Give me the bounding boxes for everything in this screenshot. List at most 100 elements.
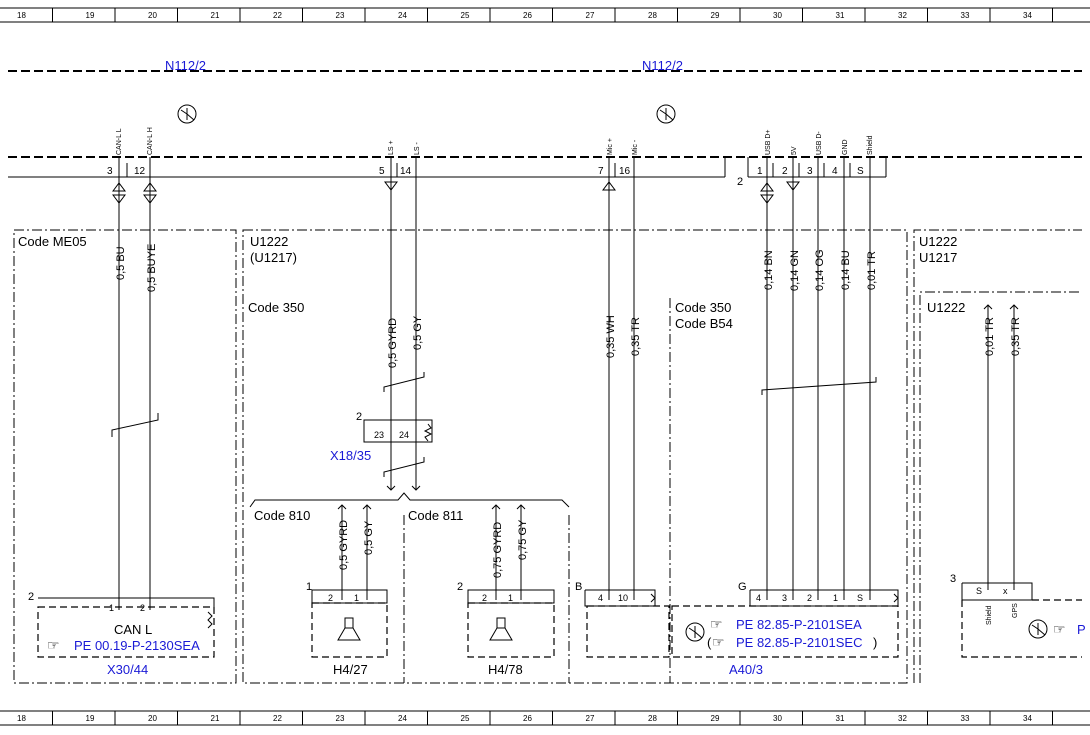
grid-column-label: 32: [898, 714, 907, 723]
n112-module-outline: [8, 70, 1082, 178]
twisted-pair-marks: [111, 372, 877, 477]
x30-number: 2: [28, 591, 34, 603]
code-b54-label: Code B54: [675, 316, 733, 331]
pe-x30-link[interactable]: PE 00.19-P-2130SEA: [74, 638, 200, 653]
grid-column-label: 24: [398, 714, 407, 723]
pin-gnd: GND: [842, 139, 849, 155]
pe-a40-link-2[interactable]: PE 82.85-P-2101SEC: [736, 635, 862, 650]
arrow-down-icon: [384, 181, 800, 191]
wire-label: 0,5 GYRD: [387, 318, 399, 368]
gps-label: GPS: [1012, 603, 1019, 618]
gps-pin-s: S: [976, 586, 982, 596]
can-l-label: CAN L: [114, 622, 152, 637]
h4-27-pin-1: 1: [354, 593, 359, 603]
arrow-up-icon: [602, 181, 616, 191]
u1222-label: U1222: [919, 234, 957, 249]
x18-number: 2: [356, 411, 362, 423]
u1222-label: U1222: [250, 234, 288, 249]
pointing-hand-icon: ☞: [1053, 621, 1066, 637]
wire-label: 0,5 GY: [363, 520, 375, 555]
wire-label: 0,14 OG: [814, 249, 826, 291]
wire-label: 0,35 TR: [630, 317, 642, 356]
grid-column-label: 27: [586, 714, 595, 723]
grid-column-label: 24: [398, 11, 407, 20]
pin-number: 7: [598, 166, 604, 177]
wire-label: 0,75 GY: [517, 519, 529, 560]
code-350-label: Code 350: [675, 300, 731, 315]
grid-column-label: 34: [1023, 714, 1032, 723]
grid-column-label: 28: [648, 714, 657, 723]
grid-column-label: 22: [273, 11, 282, 20]
g-pin: 3: [782, 593, 787, 603]
grid-column-label: 25: [461, 714, 470, 723]
pin-number: 4: [832, 166, 838, 177]
x30-44-link[interactable]: X30/44: [107, 662, 148, 677]
x30-44-connector: [37, 597, 215, 658]
wire-label: 0,35 TR: [1010, 317, 1022, 356]
wire-label: 0,35 WH: [605, 315, 617, 358]
grid-column-label: 31: [836, 11, 845, 20]
bidirectional-arrow-icon: [112, 182, 774, 204]
pin-number: 3: [807, 166, 813, 177]
grid-column-label: 26: [523, 714, 532, 723]
n112-label-left[interactable]: N112/2: [165, 58, 206, 73]
wire-label: 0,5 BUYE: [146, 244, 158, 292]
grid-column-label: 20: [148, 714, 157, 723]
wire-label: 0,5 GY: [412, 315, 424, 350]
grid-column-label: 32: [898, 11, 907, 20]
x18-35-connector: [363, 419, 433, 443]
paren-open: (: [707, 635, 712, 650]
u1217-label: U1217: [919, 250, 957, 265]
pin-5v: 5V: [791, 146, 798, 155]
paren-close: ): [873, 635, 877, 650]
wire-label: 0,75 GYRD: [492, 522, 504, 578]
grid-column-label: 27: [586, 11, 595, 20]
b-label: B: [575, 581, 582, 593]
b-pin-4: 4: [598, 593, 603, 603]
pin-number: 2: [737, 176, 743, 188]
transistor-symbol-icon: [177, 104, 197, 124]
u1222-inner-label: U1222: [927, 300, 965, 315]
grid-column-label: 33: [961, 714, 970, 723]
grid-column-label: 21: [211, 714, 220, 723]
pin-number: 1: [757, 166, 763, 177]
pin-mic-minus: Mic -: [632, 139, 639, 155]
pin-can-l-l: CAN-L L: [116, 128, 123, 155]
region-boxes: [13, 229, 1082, 684]
pin-usb-dminus: USB D-: [816, 131, 823, 155]
b-pin-10: 10: [618, 593, 628, 603]
h4-27-label: H4/27: [333, 662, 368, 677]
pin-mic-plus: Mic +: [607, 138, 614, 155]
a40-3-link[interactable]: A40/3: [729, 662, 763, 677]
x18-pin-24: 24: [399, 430, 409, 440]
pin-number: 16: [619, 166, 631, 177]
h4-78-pin-1: 1: [508, 593, 513, 603]
grid-column-label: 26: [523, 11, 532, 20]
h4-27-speaker: [311, 589, 388, 658]
code-810-label: Code 810: [254, 508, 310, 523]
grid-column-label: 29: [711, 11, 720, 20]
grid-column-label: 18: [17, 714, 26, 723]
x18-35-link[interactable]: X18/35: [330, 448, 371, 463]
n112-label-right[interactable]: N112/2: [642, 58, 683, 73]
pin-number: 12: [134, 166, 146, 177]
pe-a40-link-1[interactable]: PE 82.85-P-2101SEA: [736, 617, 862, 632]
grid-column-label: 31: [836, 714, 845, 723]
wire-label: 0,14 GN: [789, 250, 801, 291]
grid-column-label: 33: [961, 11, 970, 20]
u1217-label: (U1217): [250, 250, 297, 265]
transistor-symbol-icon: [656, 104, 676, 124]
pin-number: 3: [107, 166, 113, 177]
g-label: G: [738, 581, 747, 593]
h4-78-number: 2: [457, 581, 463, 593]
gps-pin-x: x: [1003, 586, 1008, 596]
x30-pin-2: 2: [140, 603, 145, 613]
h4-27-pin-2: 2: [328, 593, 333, 603]
pointing-hand-icon: ☞: [712, 634, 725, 650]
grid-column-label: 19: [86, 714, 95, 723]
pin-usb-dplus: USB D+: [765, 130, 772, 155]
connector-pin-dividers: [126, 163, 851, 177]
gps-shield-label: Shield: [986, 605, 993, 625]
pe-gps-link-partial[interactable]: P: [1077, 622, 1086, 637]
